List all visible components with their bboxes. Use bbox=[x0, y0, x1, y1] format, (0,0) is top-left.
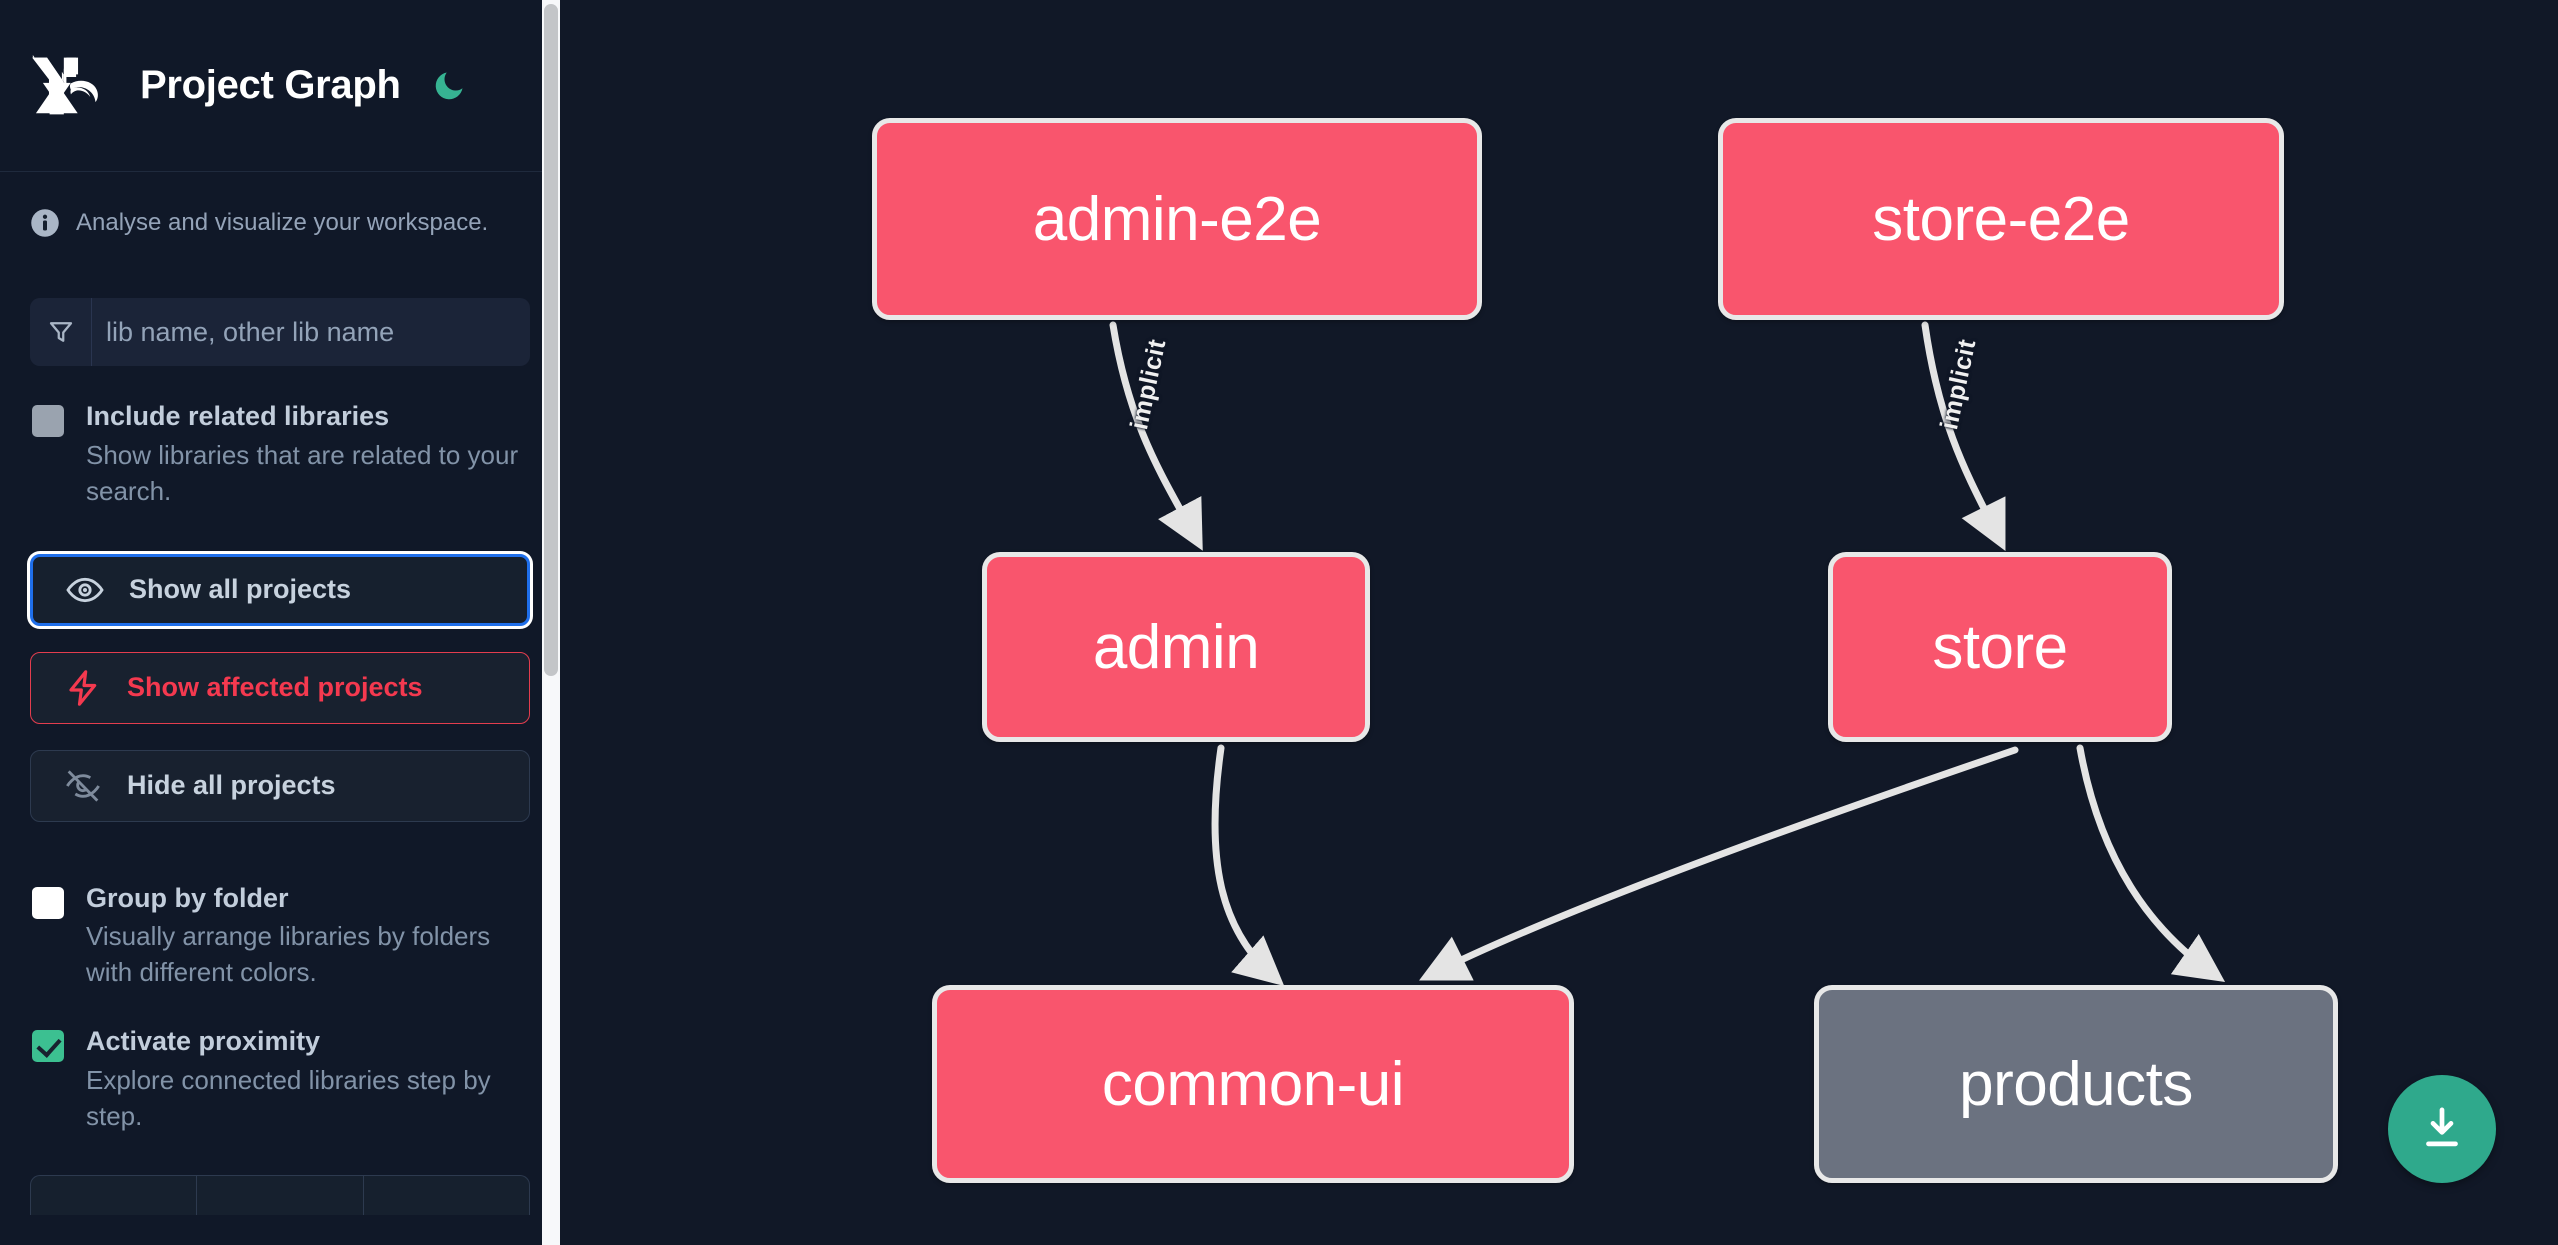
group-by-folder-checkbox[interactable] bbox=[32, 886, 64, 919]
moon-icon[interactable] bbox=[429, 66, 469, 106]
option-activate-proximity[interactable]: Activate proximity Explore connected lib… bbox=[0, 991, 560, 1135]
sidebar-scrollbar-track[interactable] bbox=[542, 0, 560, 1245]
graph-node-store-e2e[interactable]: store-e2e bbox=[1718, 118, 2284, 320]
node-label: admin bbox=[1092, 612, 1260, 682]
graph-canvas[interactable]: admin-e2e store-e2e admin store common-u… bbox=[560, 0, 2558, 1245]
search-input[interactable] bbox=[92, 298, 530, 366]
graph-edges bbox=[1109, 321, 2226, 987]
lightning-icon bbox=[63, 668, 103, 708]
option-description: Show libraries that are related to your … bbox=[86, 439, 519, 506]
info-icon bbox=[30, 208, 60, 238]
nx-logo-icon bbox=[30, 54, 108, 117]
edge-store-to-common-ui bbox=[1419, 746, 2019, 981]
show-all-projects-button[interactable]: Show all projects bbox=[30, 553, 530, 626]
hide-all-projects-label: Hide all projects bbox=[127, 770, 336, 800]
sidebar: Project Graph Analyse and visualize your… bbox=[0, 0, 560, 1245]
hide-all-projects-button[interactable]: Hide all projects bbox=[30, 749, 530, 822]
sidebar-scrollbar-thumb[interactable] bbox=[544, 4, 558, 676]
segment-3[interactable] bbox=[364, 1176, 529, 1215]
graph-node-store[interactable]: store bbox=[1828, 552, 2172, 742]
segment-2[interactable] bbox=[197, 1175, 364, 1215]
graph-node-admin[interactable]: admin bbox=[982, 552, 1370, 742]
include-related-libraries-checkbox[interactable] bbox=[32, 405, 64, 437]
edge-store-e2e-to-store bbox=[1921, 321, 2006, 551]
option-title: Include related libraries bbox=[86, 401, 390, 431]
download-image-button[interactable] bbox=[2388, 1075, 2496, 1183]
option-include-related-libraries[interactable]: Include related libraries Show libraries… bbox=[0, 366, 560, 510]
node-label: store bbox=[1932, 612, 2068, 682]
graph-node-common-ui[interactable]: common-ui bbox=[932, 985, 1574, 1183]
graph-node-admin-e2e[interactable]: admin-e2e bbox=[872, 118, 1482, 320]
segment-1[interactable] bbox=[31, 1175, 198, 1215]
edge-admin-e2e-to-admin bbox=[1109, 321, 1203, 551]
eye-off-icon bbox=[63, 766, 103, 806]
node-label: admin-e2e bbox=[1032, 184, 1322, 254]
eye-icon bbox=[65, 570, 105, 610]
edge-admin-to-common-ui bbox=[1211, 744, 1285, 987]
option-description: Visually arrange libraries by folders wi… bbox=[86, 921, 491, 988]
node-label: common-ui bbox=[1101, 1049, 1405, 1119]
option-title: Group by folder bbox=[86, 882, 289, 913]
sidebar-note-text: Analyse and visualize your workspace. bbox=[76, 209, 489, 236]
option-description: Explore connected libraries step by step… bbox=[86, 1064, 491, 1131]
option-group-by-folder[interactable]: Group by folder Visually arrange librari… bbox=[0, 848, 560, 992]
sidebar-header: Project Graph bbox=[0, 0, 560, 172]
visibility-buttons: Show all projects Show affected projects bbox=[0, 510, 560, 822]
activate-proximity-checkbox[interactable] bbox=[32, 1030, 64, 1062]
filter-icon bbox=[30, 298, 92, 366]
sidebar-note: Analyse and visualize your workspace. bbox=[0, 172, 560, 238]
proximity-step-segmented-control[interactable] bbox=[30, 1174, 530, 1215]
graph-node-products[interactable]: products bbox=[1814, 985, 2338, 1183]
option-title: Activate proximity bbox=[86, 1026, 321, 1056]
show-affected-projects-label: Show affected projects bbox=[127, 672, 423, 702]
show-affected-projects-button[interactable]: Show affected projects bbox=[30, 651, 530, 724]
search-bar[interactable] bbox=[30, 298, 530, 366]
edge-store-to-products bbox=[2076, 744, 2226, 982]
app-title: Project Graph bbox=[140, 63, 401, 107]
download-icon bbox=[2426, 1107, 2458, 1147]
node-label: store-e2e bbox=[1872, 184, 2130, 254]
node-label: products bbox=[1959, 1049, 2193, 1119]
show-all-projects-label: Show all projects bbox=[129, 574, 352, 604]
